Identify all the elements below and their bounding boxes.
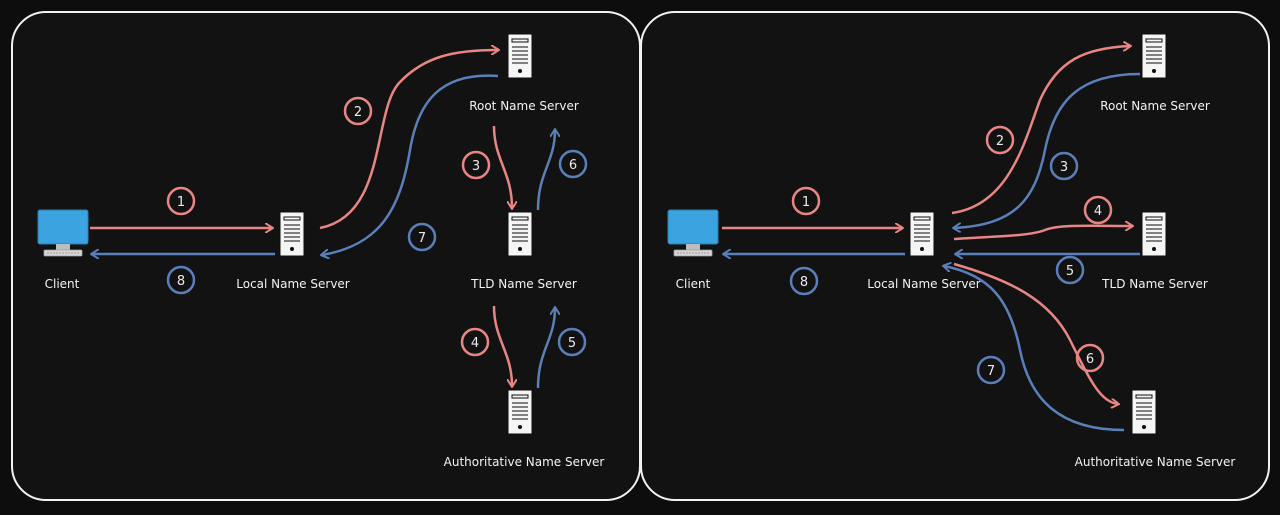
svg-text:7: 7 (418, 231, 426, 246)
svg-text:5: 5 (1066, 264, 1074, 279)
svg-text:4: 4 (471, 336, 479, 351)
svg-text:3: 3 (1060, 160, 1068, 175)
arrow-step-4 (492, 305, 512, 386)
root-server-icon (1141, 33, 1167, 79)
local-server-icon (909, 211, 935, 257)
panel-iterative (11, 11, 641, 501)
step-badge-1: 1 (166, 186, 196, 216)
svg-text:6: 6 (569, 158, 577, 173)
step-badge-8: 8 (789, 266, 819, 296)
auth-server-label: Authoritative Name Server (1075, 455, 1236, 469)
svg-text:6: 6 (1086, 352, 1094, 367)
svg-text:8: 8 (177, 274, 185, 289)
arrow-step-7 (322, 74, 499, 255)
step-badge-7: 7 (407, 222, 437, 252)
tld-server-icon (507, 211, 533, 257)
step-badge-2: 2 (985, 125, 1015, 155)
step-badge-5: 5 (557, 327, 587, 357)
local-server-label: Local Name Server (236, 277, 350, 291)
auth-server-label: Authoritative Name Server (444, 455, 605, 469)
tld-server-icon (1141, 211, 1167, 257)
arrow-step-4 (953, 226, 1132, 241)
step-badge-2: 2 (343, 96, 373, 126)
svg-text:7: 7 (987, 364, 995, 379)
arrow-step-5 (536, 308, 555, 389)
local-server-icon (279, 211, 305, 257)
root-server-label: Root Name Server (469, 99, 579, 113)
panel-recursive (640, 11, 1270, 501)
arrow-step-6 (953, 262, 1118, 404)
step-badge-7: 7 (976, 355, 1006, 385)
arrow-step-7 (944, 266, 1125, 432)
arrow-step-6 (536, 130, 555, 211)
step-badge-3: 3 (1049, 151, 1079, 181)
arrow-step-3 (954, 72, 1141, 228)
svg-text:4: 4 (1094, 204, 1102, 219)
svg-text:5: 5 (568, 336, 576, 351)
tld-server-label: TLD Name Server (1101, 277, 1208, 291)
svg-text:2: 2 (354, 105, 362, 120)
client-label: Client (676, 277, 711, 291)
svg-text:8: 8 (800, 275, 808, 290)
svg-text:2: 2 (996, 134, 1004, 149)
svg-text:1: 1 (177, 195, 185, 210)
step-badge-6: 6 (558, 149, 588, 179)
step-badge-8: 8 (166, 265, 196, 295)
tld-server-label: TLD Name Server (470, 277, 577, 291)
step-badge-4: 4 (460, 327, 490, 357)
diagram-recursive: Client Local Name Server Root Name Serve… (667, 33, 1236, 469)
step-badge-1: 1 (791, 186, 821, 216)
root-server-icon (507, 33, 533, 79)
step-badge-5: 5 (1055, 255, 1085, 285)
arrow-step-3 (492, 125, 512, 208)
step-badge-3: 3 (461, 150, 491, 180)
auth-server-icon (1131, 389, 1157, 435)
svg-text:1: 1 (802, 195, 810, 210)
auth-server-icon (507, 389, 533, 435)
step-badge-6: 6 (1075, 343, 1105, 373)
arrow-step-2 (951, 46, 1130, 215)
root-server-label: Root Name Server (1100, 99, 1210, 113)
client-label: Client (45, 277, 80, 291)
arrow-step-2 (319, 50, 498, 230)
diagram-iterative: Client Local Name Server Root Name Serve… (37, 33, 605, 469)
step-badge-4: 4 (1083, 195, 1113, 225)
svg-text:3: 3 (472, 159, 480, 174)
local-server-label: Local Name Server (867, 277, 981, 291)
